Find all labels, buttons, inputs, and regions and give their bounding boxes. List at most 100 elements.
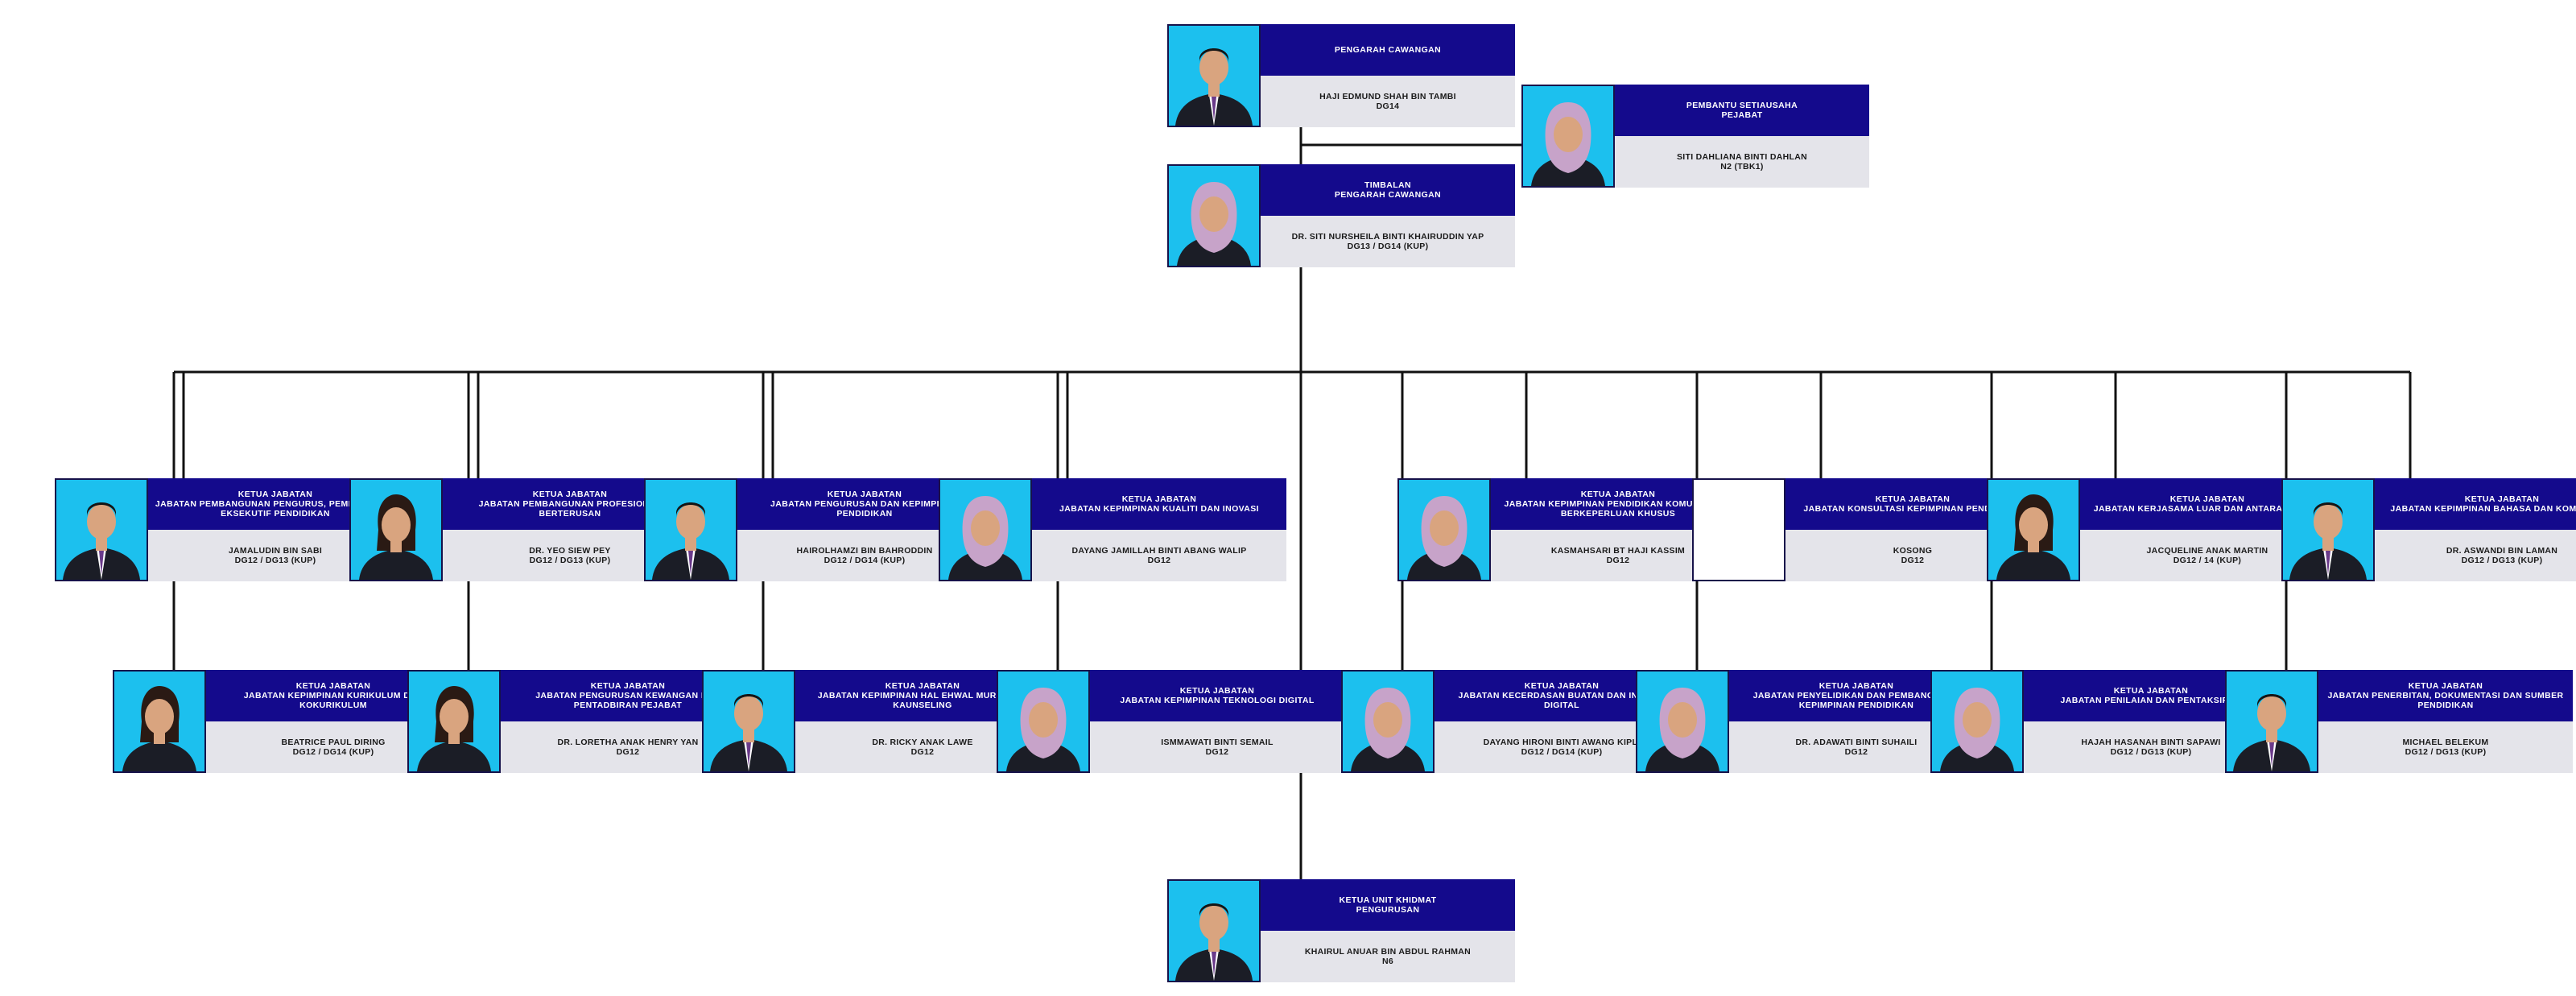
position-title-line: JABATAN KERJASAMA LUAR DAN ANTARABANGSA (2093, 504, 2322, 514)
portrait-female-avatar (407, 670, 501, 773)
person-name: SITI DAHLIANA BINTI DAHLAN (1677, 152, 1807, 162)
person-grade: DG12 / DG14 (KUP) (1521, 747, 1603, 757)
portrait-female-hijab-avatar (1341, 670, 1435, 773)
person-grade: DG12 / DG13 (KUP) (2110, 747, 2192, 757)
position-title-line: PENGARAH CAWANGAN (1334, 45, 1442, 55)
portrait-female-avatar (113, 670, 206, 773)
person-name: HAJAH HASANAH BINTI SAPAWI (2081, 738, 2221, 747)
person-name: DR. ADAWATI BINTI SUHAILI (1795, 738, 1918, 747)
position-title-line: JABATAN PENGURUSAN KEWANGAN DAN PENTADBI… (535, 691, 720, 710)
person-grade: DG12 (1606, 556, 1630, 565)
vacant-photo (1692, 478, 1785, 581)
position-title-line: JABATAN PENYELIDIKAN DAN PEMBANGUNAN KEP… (1752, 691, 1960, 710)
person-grade: N2 (TBK1) (1720, 162, 1764, 172)
position-title-line: JABATAN PENGURUSAN DAN KEPIMPINAN PENDID… (770, 499, 959, 519)
position-title-line: JABATAN PEMBANGUNAN PROFESIONAL BERTERUS… (478, 499, 662, 519)
person-grade: DG12 (1844, 747, 1868, 757)
position-title-line: KETUA JABATAN (590, 681, 666, 691)
position-title-line: KETUA JABATAN (532, 490, 608, 499)
position-title-line: KETUA JABATAN (1121, 494, 1197, 504)
person-grade: DG12 / DG14 (KUP) (292, 747, 374, 757)
person-name: DR. ASWANDI BIN LAMAN (2446, 546, 2558, 556)
person-grade: DG12 / DG13 (KUP) (2405, 747, 2487, 757)
position-title-line: PENGURUSAN (1356, 905, 1420, 915)
portrait-male-avatar (55, 478, 148, 581)
person-grade: DG12 (1901, 556, 1925, 565)
portrait-male-avatar (702, 670, 795, 773)
person-name: HAIROLHAMZI BIN BAHRODDIN (796, 546, 933, 556)
position-title: PENGARAH CAWANGAN (1261, 24, 1515, 76)
position-title-line: JABATAN KEPIMPINAN KURIKULUM DAN KOKURIK… (243, 691, 423, 710)
person-name: JAMALUDIN BIN SABI (228, 546, 323, 556)
person-grade: DG13 / DG14 (KUP) (1347, 242, 1429, 251)
person-name: BEATRICE PAUL DIRING (281, 738, 386, 747)
position-title-line: PENGARAH CAWANGAN (1334, 190, 1442, 200)
portrait-female-hijab-avatar (1521, 85, 1615, 188)
position-title-line: KETUA JABATAN (1875, 494, 1951, 504)
person-name: DR. LORETHA ANAK HENRY YAN (557, 738, 699, 747)
person-grade: DG12 (1205, 747, 1229, 757)
person-grade: DG12 / DG13 (KUP) (2461, 556, 2543, 565)
portrait-female-hijab-avatar (997, 670, 1090, 773)
person-card: PENGARAH CAWANGAN HAJI EDMUND SHAH BIN TA… (1167, 24, 1515, 127)
person-grade: DG12 / DG13 (KUP) (529, 556, 611, 565)
position-title-line: KETUA JABATAN (1179, 686, 1255, 696)
portrait-male-avatar (644, 478, 737, 581)
person-name: KOSONG (1893, 546, 1933, 556)
position-title-line: KETUA JABATAN (2169, 494, 2245, 504)
person-name: JACQUELINE ANAK MARTIN (2146, 546, 2268, 556)
portrait-male-avatar (2225, 670, 2318, 773)
position-title-line: TIMBALAN (1364, 180, 1412, 190)
portrait-female-hijab-avatar (1636, 670, 1729, 773)
position-title-line: JABATAN KECERDASAN BUATAN DAN INOVASI DI… (1458, 691, 1666, 710)
position-title-line: JABATAN PEMBANGUNAN PENGURUS, PEMIMPIN D… (155, 499, 396, 519)
portrait-male-avatar (1167, 24, 1261, 127)
portrait-female-hijab-avatar (939, 478, 1032, 581)
person-grade: DG12 (910, 747, 935, 757)
position-title-line: KETUA JABATAN (2113, 686, 2189, 696)
position-title-line: PEMBANTU SETIAUSAHA (1686, 101, 1798, 110)
person-grade: DG12 / DG13 (KUP) (234, 556, 316, 565)
person-name: DAYANG HIRONI BINTI AWANG KIPLI (1483, 738, 1641, 747)
person-grade: DG12 (1147, 556, 1171, 565)
position-title-line: KETUA JABATAN (1818, 681, 1894, 691)
position-title-line: PEJABAT (1721, 110, 1763, 120)
person-grade: N6 (1381, 957, 1394, 966)
person-grade: DG12 / DG14 (KUP) (824, 556, 906, 565)
portrait-female-hijab-avatar (1930, 670, 2024, 773)
position-title-line: KETUA JABATAN (2464, 494, 2540, 504)
portrait-male-avatar (2281, 478, 2375, 581)
position-title-line: JABATAN KEPIMPINAN PENDIDIKAN KOMUNITI D… (1504, 499, 1732, 519)
position-title-line: JABATAN KONSULTASI KEPIMPINAN PENDIDIKAN (1803, 504, 2022, 514)
portrait-female-avatar (1987, 478, 2080, 581)
person-name: DR. YEO SIEW PEY (529, 546, 611, 556)
person-name: DR. RICKY ANAK LAWE (872, 738, 973, 747)
person-name: ISMMAWATI BINTI SEMAIL (1161, 738, 1274, 747)
person-name: DAYANG JAMILLAH BINTI ABANG WALIP (1071, 546, 1247, 556)
portrait-male-avatar (1167, 879, 1261, 982)
person-name: MICHAEL BELEKUM (2402, 738, 2489, 747)
position-title-line: JABATAN KEPIMPINAN HAL EHWAL MURID DAN K… (817, 691, 1028, 710)
position-title-line: KETUA JABATAN (295, 681, 371, 691)
person-name: KHAIRUL ANUAR BIN ABDUL RAHMAN (1304, 947, 1472, 957)
